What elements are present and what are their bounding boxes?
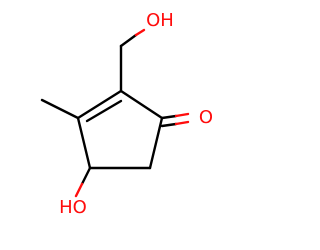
ho-label-bottom: HO xyxy=(59,197,87,218)
bond-co-double-2 xyxy=(160,122,178,128)
bond-co-double-2-red xyxy=(174,120,190,126)
bond-c5-c1 xyxy=(148,116,164,170)
bond-c2-c3-double-outer xyxy=(76,89,123,120)
bond-c4-oh-red xyxy=(74,182,84,198)
bond-c3-c4 xyxy=(76,116,92,170)
oh-label-top: OH xyxy=(146,10,174,31)
molecule-canvas: OH O HO xyxy=(40,10,214,218)
bond-c2-c3-double-inner xyxy=(85,99,123,123)
bond-ch2-o xyxy=(119,33,138,48)
ketone-o-label: O xyxy=(199,107,213,128)
bond-co-double-1-red xyxy=(174,112,190,118)
bond-co-double-1 xyxy=(160,114,178,120)
bond-methyl xyxy=(40,98,80,120)
bond-c4-oh xyxy=(80,166,92,186)
bond-c1-c2 xyxy=(119,89,164,120)
bond-ch2-o-red xyxy=(134,28,146,37)
molecule-structure: OH O HO xyxy=(40,10,213,218)
